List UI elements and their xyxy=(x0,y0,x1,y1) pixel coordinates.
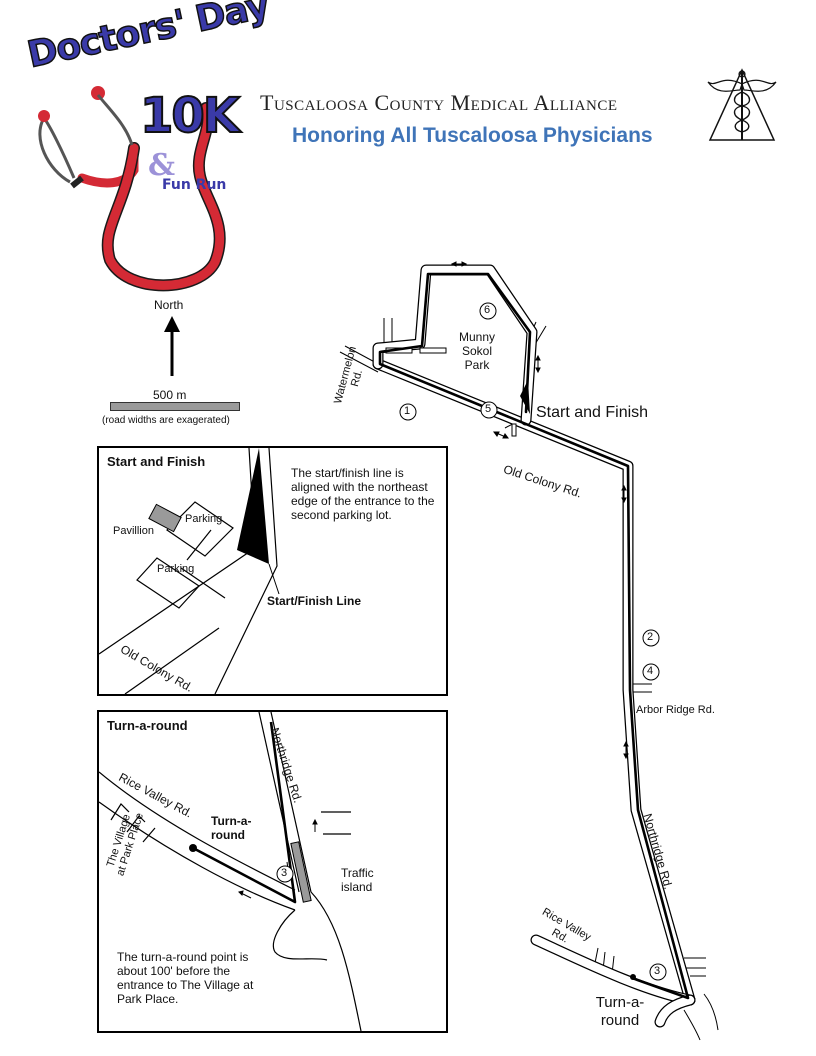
mile-markers xyxy=(399,302,667,981)
logo-amp: & xyxy=(148,148,176,183)
inset-mile-marker-3: 3 xyxy=(281,867,288,879)
mile-marker-3: 3 xyxy=(654,965,661,977)
pavillion-label: Pavillion xyxy=(113,525,154,537)
mile-marker-2: 2 xyxy=(647,631,654,643)
turnaround-dot-icon xyxy=(630,974,636,980)
turnaround-inset: Turn-a-round 3 Rice Valley Rd. The Villa… xyxy=(97,710,448,1033)
direction-arrows xyxy=(450,261,629,760)
turnaround-inset-note: The turn-a-round point is about 100' bef… xyxy=(117,950,254,1006)
mile-marker-6: 6 xyxy=(484,304,491,316)
scale-label: 500 m xyxy=(153,388,187,402)
turnaround-inset-title: Turn-a-round xyxy=(107,718,188,733)
earpiece-icon xyxy=(38,110,50,122)
mile-marker-5: 5 xyxy=(485,403,492,415)
caduceus-icon xyxy=(707,68,777,141)
start-inset-title: Start and Finish xyxy=(107,454,206,469)
start-wedge-icon xyxy=(237,448,269,564)
race-route xyxy=(378,272,690,1000)
scale-note: (road widths are exagerated) xyxy=(102,415,230,426)
earpiece-icon xyxy=(91,86,105,100)
start-inset-map xyxy=(99,448,280,694)
scale-bar xyxy=(110,402,240,411)
arbor-ridge-road-label: Arbor Ridge Rd. xyxy=(636,704,715,716)
park-label: Munny Sokol Park xyxy=(458,330,496,372)
mile-marker-4: 4 xyxy=(647,665,654,677)
pavillion-icon xyxy=(148,503,182,533)
start-finish-label: Start and Finish xyxy=(536,404,649,421)
inset-turnaround-dot-icon xyxy=(189,844,197,852)
start-finish-inset: Start and Finish The start/finish line i… xyxy=(97,446,448,696)
start-inset-note: The start/finish line is aligned with th… xyxy=(291,466,435,522)
parking-label-1: Parking xyxy=(185,513,223,525)
logo-fun-run: Fun Run xyxy=(162,177,227,193)
logo-10k: 10K xyxy=(139,87,241,145)
start-finish-line-label: Start/Finish Line xyxy=(267,594,362,608)
organization-name: Tuscaloosa County Medical Alliance xyxy=(260,90,618,115)
mile-marker-1: 1 xyxy=(404,405,411,417)
north-label: North xyxy=(154,298,184,312)
tagline: Honoring All Tuscaloosa Physicians xyxy=(292,124,653,147)
traffic-island-label: Traffic island xyxy=(341,866,374,894)
north-arrow-icon xyxy=(164,316,180,376)
parking-label-2: Parking xyxy=(157,563,195,575)
turnaround-inset-map xyxy=(99,712,362,1031)
turnaround-label: Turn-a- round xyxy=(595,994,645,1029)
inset-turnaround-label: Turn-a- round xyxy=(211,814,252,842)
traffic-island-icon xyxy=(290,841,312,903)
inset-route xyxy=(192,721,297,904)
